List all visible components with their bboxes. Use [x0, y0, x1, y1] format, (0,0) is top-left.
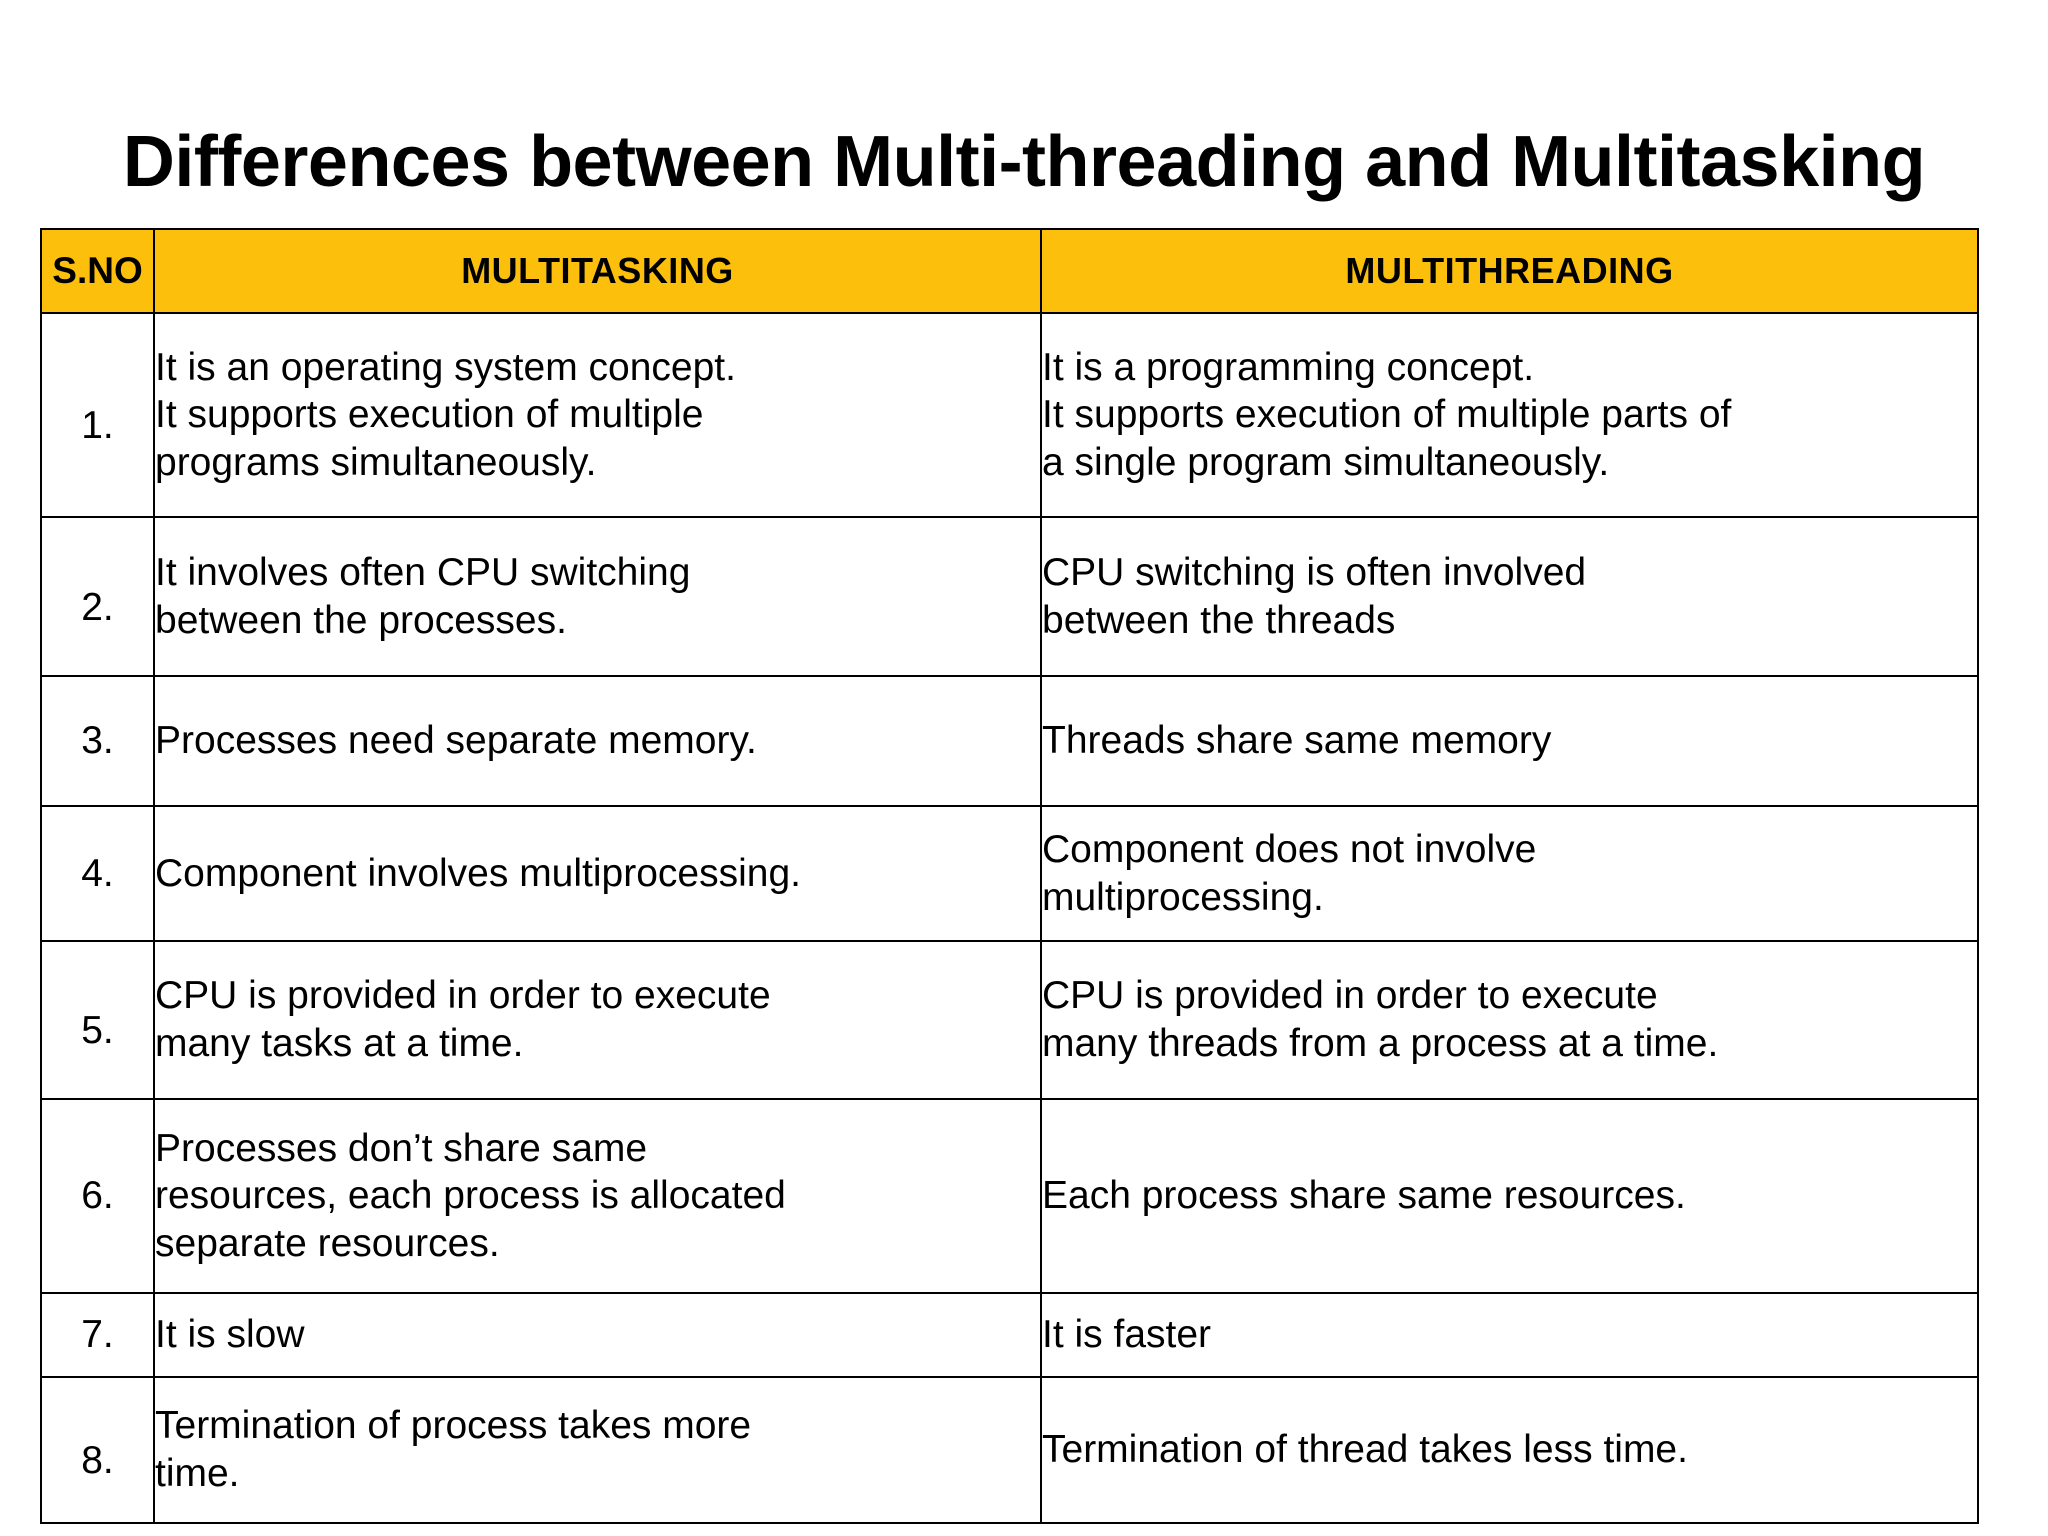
- row-number: 4.: [40, 805, 155, 942]
- table-row: 3. Processes need separate memory. Threa…: [40, 675, 1979, 807]
- cell-line: many threads from a process at a time.: [1042, 1022, 1719, 1065]
- table-row: 2. It involves often CPU switching betwe…: [40, 516, 1979, 677]
- column-header-multitasking: MULTITASKING: [153, 228, 1042, 314]
- cell-line: CPU switching is often involved: [1042, 550, 1587, 594]
- table-row: 4. Component involves multiprocessing. C…: [40, 805, 1979, 942]
- cell-line: Processes don’t share same: [155, 1126, 648, 1170]
- cell-line: Each process share same resources.: [1042, 1174, 1686, 1218]
- cell-multithreading: It is a programming concept. It supports…: [1040, 312, 1979, 518]
- table-row: 5. CPU is provided in order to execute m…: [40, 940, 1979, 1100]
- cell-multitasking: It involves often CPU switching between …: [153, 516, 1042, 677]
- cell-line: It supports execution of multiple parts …: [1042, 393, 1732, 437]
- column-header-multithreading: MULTITHREADING: [1040, 228, 1979, 314]
- comparison-table-container: S.NO MULTITASKING MULTITHREADING 1. It i…: [40, 228, 1979, 1524]
- row-number: 6.: [40, 1098, 155, 1294]
- table-row: 8. Termination of process takes more tim…: [40, 1376, 1979, 1524]
- cell-multithreading: It is faster: [1040, 1292, 1979, 1378]
- cell-multithreading: CPU switching is often involved between …: [1040, 516, 1979, 677]
- cell-line: CPU is provided in order to execute: [1042, 974, 1658, 1018]
- cell-multithreading: Each process share same resources.: [1040, 1098, 1979, 1294]
- cell-multitasking: Processes need separate memory.: [153, 675, 1042, 807]
- cell-line: between the processes.: [155, 598, 567, 642]
- cell-line: It is a programming concept.: [1042, 345, 1535, 389]
- cell-line: many tasks at a time.: [155, 1022, 524, 1065]
- cell-line: resources, each process is allocated: [155, 1174, 786, 1218]
- cell-multitasking: Processes don’t share same resources, ea…: [153, 1098, 1042, 1294]
- cell-line: It involves often CPU switching: [155, 550, 691, 594]
- table-header: S.NO MULTITASKING MULTITHREADING: [40, 228, 1979, 314]
- row-number: 7.: [40, 1292, 155, 1378]
- table-header-row: S.NO MULTITASKING MULTITHREADING: [40, 228, 1979, 314]
- cell-line: separate resources.: [155, 1221, 500, 1265]
- cell-multithreading: Component does not involve multiprocessi…: [1040, 805, 1979, 942]
- cell-multithreading: Threads share same memory: [1040, 675, 1979, 807]
- cell-line: Component involves multiprocessing.: [155, 851, 801, 895]
- row-number: 1.: [40, 312, 155, 518]
- cell-multitasking: CPU is provided in order to execute many…: [153, 940, 1042, 1100]
- cell-line: Component does not involve: [1042, 827, 1537, 871]
- cell-line: It is slow: [155, 1313, 305, 1357]
- page-title: Differences between Multi-threading and …: [122, 122, 1926, 203]
- cell-line: Termination of thread takes less time.: [1042, 1428, 1688, 1472]
- cell-line: multiprocessing.: [1042, 875, 1324, 919]
- cell-line: programs simultaneously.: [155, 440, 597, 484]
- table-row: 6. Processes don’t share same resources,…: [40, 1098, 1979, 1294]
- cell-line: between the threads: [1042, 598, 1396, 642]
- cell-line: CPU is provided in order to execute: [155, 974, 771, 1018]
- cell-multitasking: Component involves multiprocessing.: [153, 805, 1042, 942]
- cell-line: It is an operating system concept.: [155, 345, 736, 389]
- cell-multithreading: Termination of thread takes less time.: [1040, 1376, 1979, 1524]
- row-number: 3.: [40, 675, 155, 807]
- cell-line: Processes need separate memory.: [155, 719, 757, 763]
- row-number: 2.: [40, 516, 155, 677]
- cell-line: It is faster: [1042, 1313, 1212, 1357]
- cell-line: It supports execution of multiple: [155, 393, 704, 437]
- row-number: 8.: [40, 1376, 155, 1524]
- cell-multithreading: CPU is provided in order to execute many…: [1040, 940, 1979, 1100]
- cell-line: Termination of process takes more: [155, 1404, 752, 1448]
- cell-multitasking: It is an operating system concept. It su…: [153, 312, 1042, 518]
- cell-multitasking: It is slow: [153, 1292, 1042, 1378]
- cell-line: time.: [155, 1452, 240, 1495]
- comparison-table: S.NO MULTITASKING MULTITHREADING 1. It i…: [40, 228, 1979, 1524]
- cell-line: Threads share same memory: [1042, 719, 1552, 763]
- row-number: 5.: [40, 940, 155, 1100]
- table-row: 7. It is slow It is faster: [40, 1292, 1979, 1378]
- cell-line: a single program simultaneously.: [1042, 440, 1610, 484]
- table-body: 1. It is an operating system concept. It…: [40, 312, 1979, 1524]
- cell-multitasking: Termination of process takes more time.: [153, 1376, 1042, 1524]
- column-header-sno: S.NO: [40, 228, 155, 314]
- table-row: 1. It is an operating system concept. It…: [40, 312, 1979, 518]
